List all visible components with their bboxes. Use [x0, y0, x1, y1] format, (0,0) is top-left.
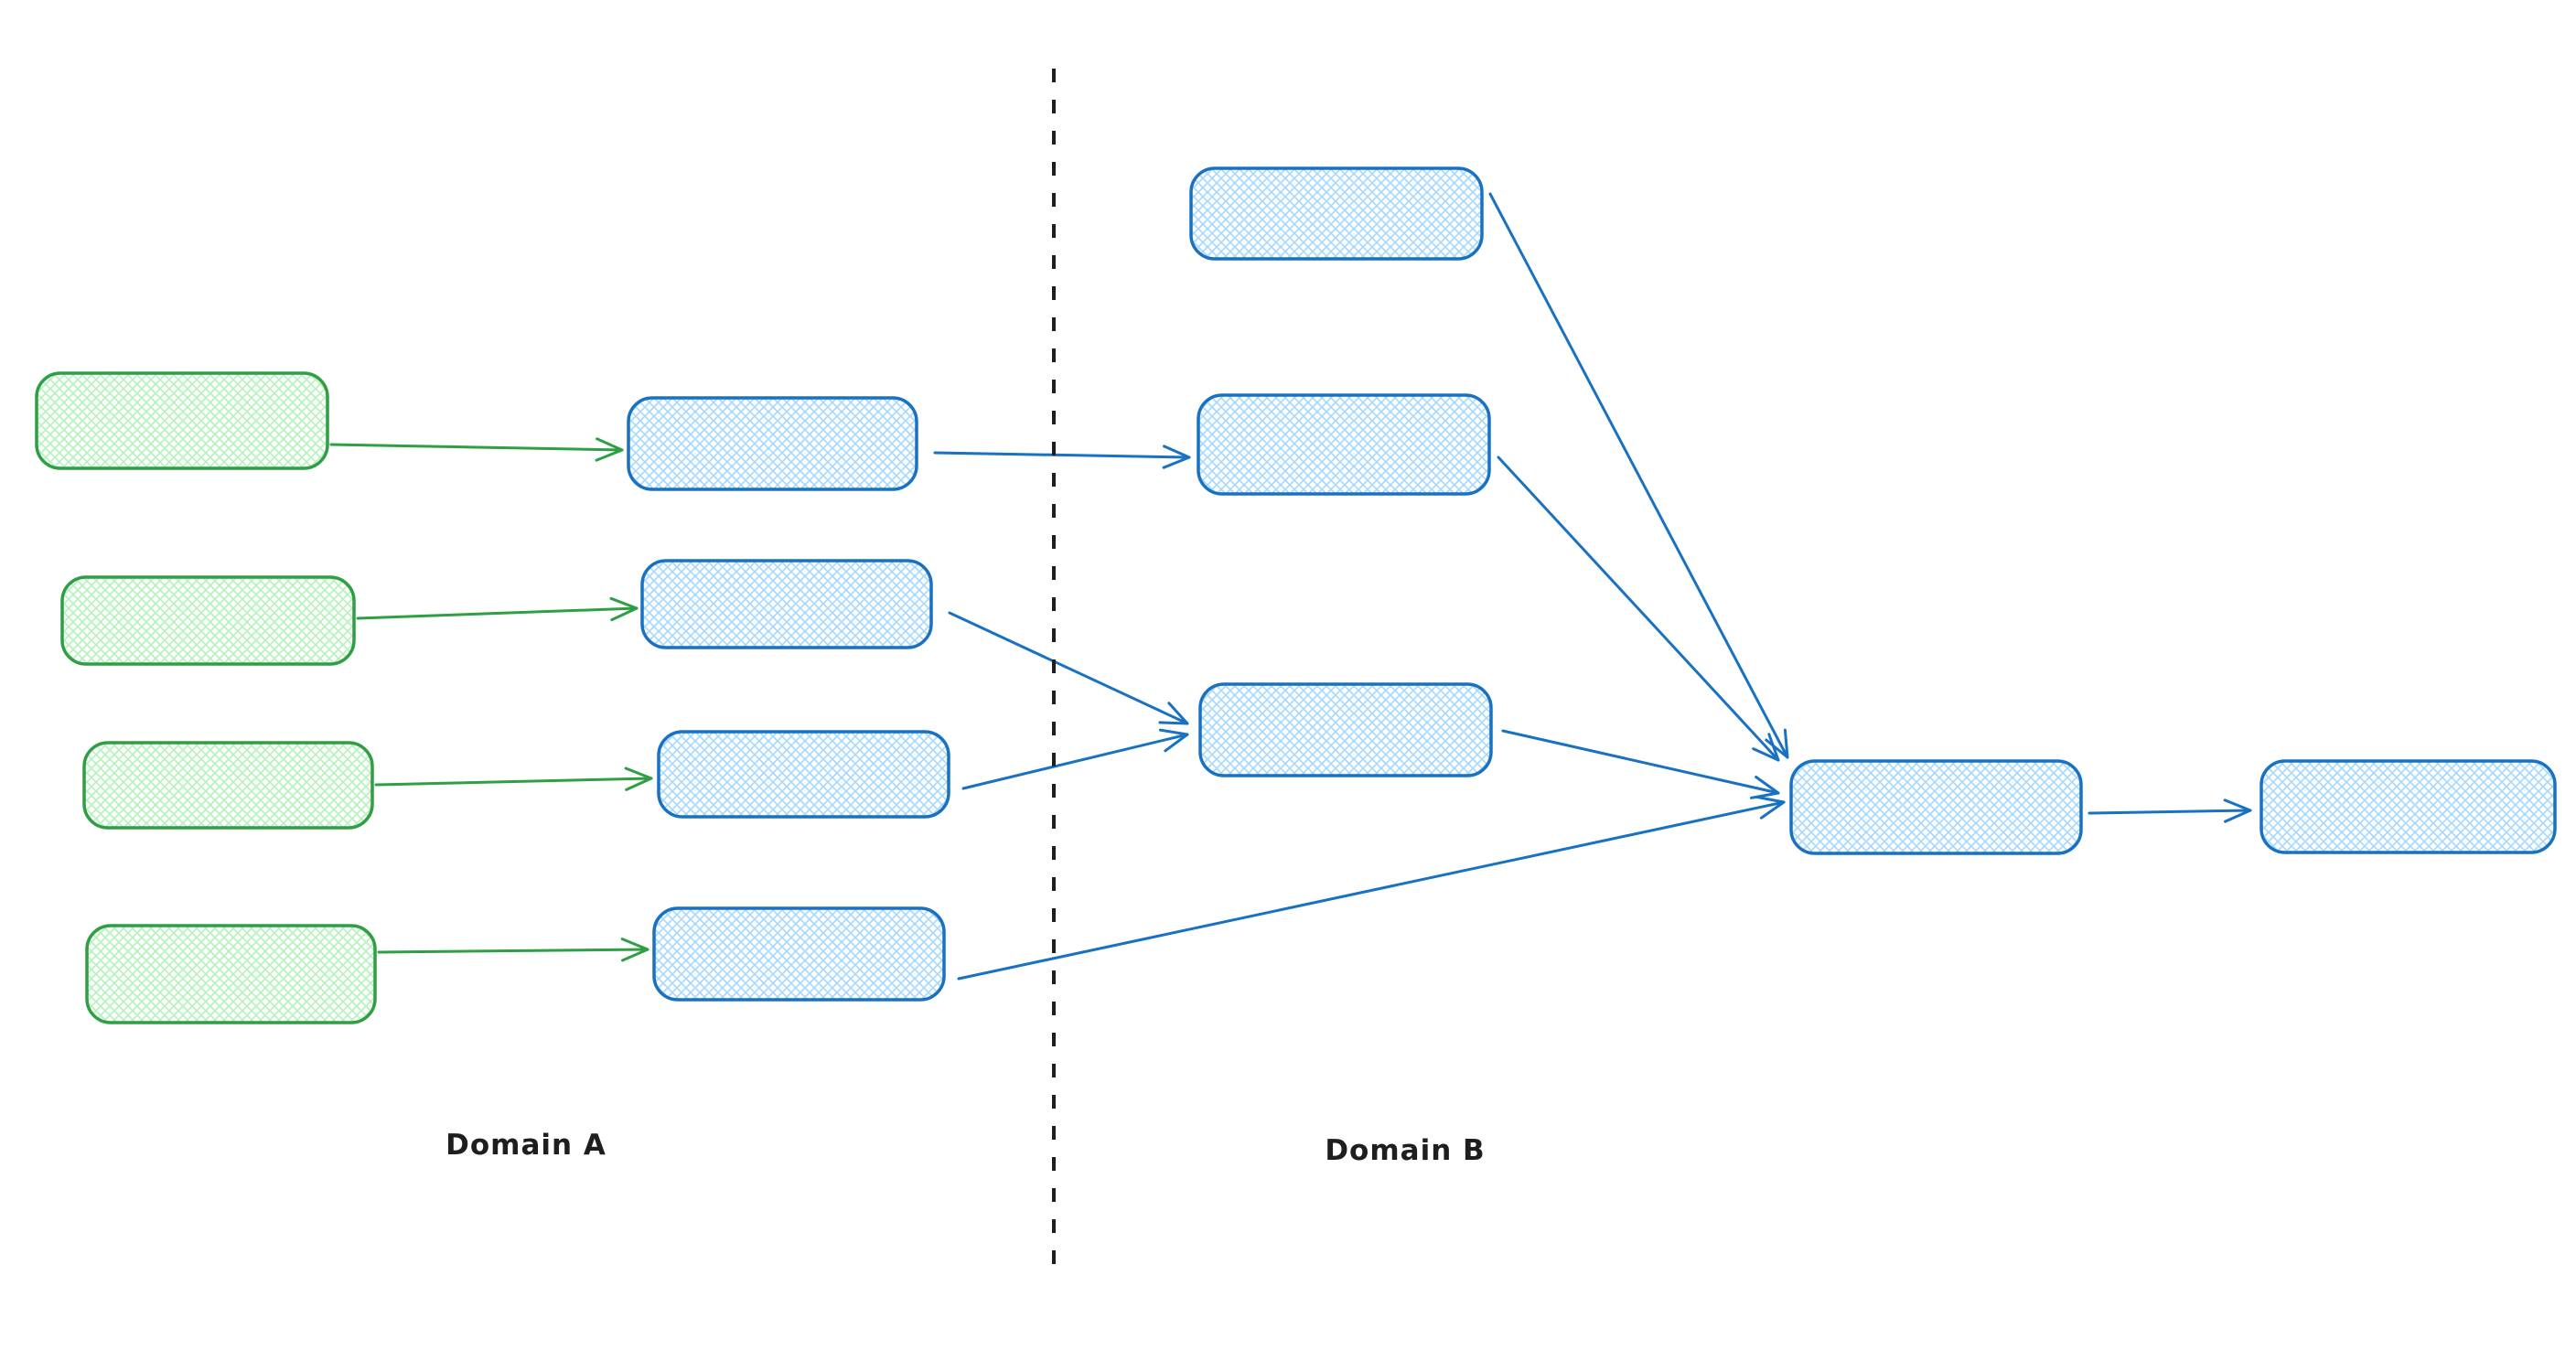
arrow-domain-b-node-3-to-domain-b-hub[interactable] [1501, 729, 1780, 799]
arrow-domain-a-node-2-to-domain-b-node-3[interactable] [948, 611, 1189, 725]
arrow-domain-a-node-4-to-domain-b-hub[interactable] [957, 795, 1786, 981]
node-domain-a-node-3[interactable] [657, 730, 950, 819]
node-domain-a-source-2[interactable] [60, 575, 356, 666]
arrow-domain-b-node-2-to-domain-b-hub[interactable] [1497, 456, 1780, 762]
arrow-domain-b-hub-to-output-node[interactable] [2088, 799, 2252, 823]
node-domain-a-node-1[interactable] [627, 396, 918, 491]
domain-b-label: Domain B [1325, 1134, 1486, 1167]
node-domain-a-node-2[interactable] [640, 559, 933, 649]
arrow-domain-a-node-3-to-domain-b-node-3[interactable] [961, 728, 1189, 790]
arrow-domain-a-source-3-to-domain-a-node-3[interactable] [374, 766, 653, 791]
node-domain-a-source-4[interactable] [85, 924, 377, 1024]
arrow-domain-b-node-1-to-domain-b-hub[interactable] [1488, 192, 1789, 759]
node-domain-a-source-1[interactable] [35, 371, 329, 470]
arrow-domain-a-source-4-to-domain-a-node-4[interactable] [377, 938, 649, 962]
arrow-domain-a-node-1-to-domain-b-node-2[interactable] [933, 445, 1191, 469]
node-domain-b-hub[interactable] [1789, 759, 2083, 855]
domain-a-label: Domain A [445, 1129, 606, 1162]
node-domain-a-source-3[interactable] [82, 741, 374, 830]
node-domain-b-node-1[interactable] [1189, 166, 1484, 261]
arrow-domain-a-source-1-to-domain-a-node-1[interactable] [329, 437, 624, 462]
node-domain-b-node-3[interactable] [1198, 682, 1493, 777]
node-output-node[interactable] [2259, 759, 2557, 854]
arrow-domain-a-source-2-to-domain-a-node-2[interactable] [356, 596, 639, 622]
node-domain-a-node-4[interactable] [652, 906, 946, 1002]
node-domain-b-node-2[interactable] [1197, 393, 1491, 496]
